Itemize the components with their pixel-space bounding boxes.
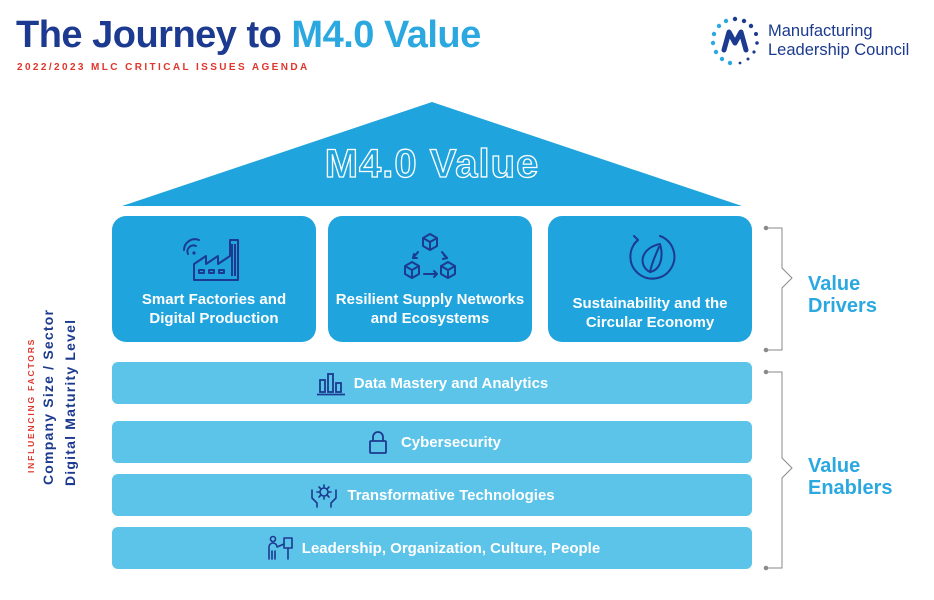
roof-label: M4.0 Value: [325, 142, 540, 186]
enabler-label: Data Mastery and Analytics: [353, 374, 549, 392]
driver-label-sustainability: Sustainability and the Circular Economy: [554, 294, 746, 332]
driver-line-2: and Ecosystems: [370, 310, 490, 327]
enabler-label: Cybersecurity: [400, 433, 502, 451]
driver-card-sustainability: Sustainability and the Circular Economy: [548, 216, 752, 342]
driver-line-1: Resilient Supply Networks: [335, 291, 525, 308]
drivers-line-1: Value: [808, 273, 861, 295]
driver-line-1: Smart Factories and: [141, 291, 287, 308]
mlc-logo-icon: [710, 16, 759, 66]
leaf-cycle-icon: [629, 235, 676, 280]
presenter-icon: [267, 535, 293, 560]
driver-card-supply-networks: Resilient Supply Networks and Ecosystems: [328, 216, 532, 342]
driver-label-supply-networks: Resilient Supply Networks and Ecosystems: [334, 290, 526, 328]
enabler-label: Transformative Technologies: [347, 486, 555, 504]
factor-company-size: Company Size / Sector: [40, 308, 56, 485]
supply-network-icon: [404, 233, 456, 279]
mlc-logo-text: Manufacturing Leadership Council: [768, 22, 909, 60]
page-title: The Journey to M4.0 Value: [16, 14, 481, 56]
enabler-bar-cybersecurity: Cybersecurity: [112, 421, 752, 463]
title-accent: M4.0 Value: [291, 14, 481, 56]
value-drivers-label: Value Drivers: [808, 273, 877, 317]
enabler-bar-leadership: Leadership, Organization, Culture, Peopl…: [112, 527, 752, 569]
enablers-line-1: Value: [808, 455, 861, 477]
factor-digital-maturity: Digital Maturity Level: [62, 318, 78, 486]
driver-line-2: Circular Economy: [585, 314, 715, 331]
value-enablers-label: Value Enablers: [808, 455, 892, 499]
logo-line-2: Leadership Council: [768, 41, 910, 59]
influencing-factors-label: INFLUENCING FACTORS: [26, 337, 36, 473]
enabler-bar-data-mastery: Data Mastery and Analytics: [112, 362, 752, 404]
logo-line-1: Manufacturing: [768, 22, 873, 40]
driver-line-2: Digital Production: [149, 310, 279, 327]
driver-line-1: Sustainability and the: [572, 295, 728, 312]
bar-chart-icon: [316, 373, 345, 396]
page-subtitle: 2022/2023 MLC CRITICAL ISSUES AGENDA: [17, 62, 310, 73]
factory-icon: [183, 238, 239, 281]
driver-card-smart-factories: Smart Factories and Digital Production: [112, 216, 316, 342]
enabler-bar-transformative-tech: Transformative Technologies: [112, 474, 752, 516]
right-brackets: [763, 225, 793, 571]
driver-label-smart-factories: Smart Factories and Digital Production: [118, 290, 310, 328]
enabler-label: Leadership, Organization, Culture, Peopl…: [301, 539, 601, 557]
enablers-line-2: Enablers: [808, 477, 893, 499]
title-prefix: The Journey to: [16, 14, 292, 56]
gear-hands-icon: [311, 484, 338, 508]
lock-icon: [369, 431, 387, 454]
roof-triangle: M4.0 Value: [122, 102, 742, 206]
drivers-line-2: Drivers: [808, 295, 877, 317]
